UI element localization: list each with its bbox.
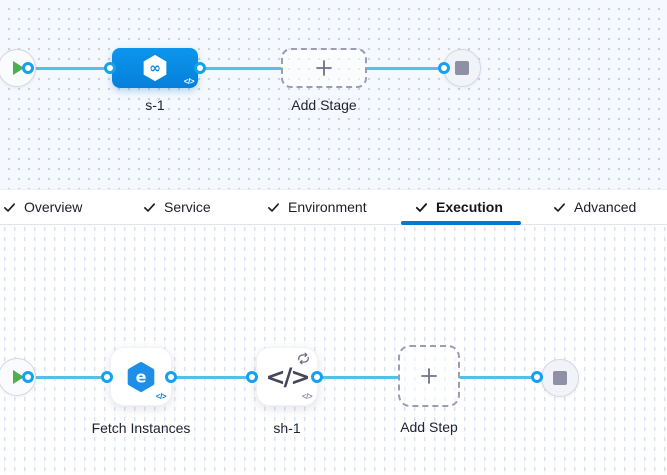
- tab-execution[interactable]: Execution: [415, 190, 503, 224]
- add-step-label: Add Step: [400, 419, 458, 435]
- step-node-fetch-instances[interactable]: e </>: [110, 347, 172, 406]
- edge-stage-to-addstage: [198, 66, 283, 70]
- fetch-instances-icon: e: [127, 361, 155, 392]
- tab-label: Overview: [24, 199, 83, 215]
- add-stage-label: Add Stage: [291, 97, 357, 113]
- plus-icon: [316, 60, 332, 76]
- port-stage-in[interactable]: [104, 62, 116, 74]
- step-label-fetch-instances: Fetch Instances: [91, 420, 191, 436]
- port-stage-out[interactable]: [194, 62, 206, 74]
- shell-script-icon: </>: [265, 362, 311, 391]
- play-icon: [13, 61, 24, 75]
- check-icon: [4, 202, 15, 212]
- tab-service[interactable]: Service: [143, 190, 211, 224]
- stop-icon: [455, 61, 469, 75]
- port-start-out[interactable]: [22, 62, 34, 74]
- execution-end-node: [541, 359, 579, 397]
- port-exec-end-in[interactable]: [531, 371, 543, 383]
- looping-strategy-icon: [298, 352, 309, 365]
- stage-node-s1[interactable]: ∞ </>: [112, 48, 198, 88]
- tab-label: Execution: [436, 199, 503, 215]
- port-fetch-in[interactable]: [101, 371, 113, 383]
- tab-label: Service: [164, 199, 211, 215]
- add-stage-button[interactable]: [281, 48, 367, 88]
- step-code-badge-icon: </>: [155, 392, 167, 401]
- port-exec-start-out[interactable]: [22, 371, 34, 383]
- execution-graph-canvas: e </> Fetch Instances </> </> sh-1 Add S…: [0, 225, 667, 475]
- step-label-sh1: sh-1: [273, 420, 301, 436]
- svg-text:∞: ∞: [149, 61, 161, 77]
- stage-code-badge-icon: </>: [183, 77, 195, 86]
- edge-start-to-stage: [26, 66, 110, 70]
- check-icon: [144, 202, 155, 212]
- deploy-stage-hexagon-icon: ∞: [143, 54, 167, 82]
- port-fetch-out[interactable]: [165, 371, 177, 383]
- stage-config-tabs: Overview Service Environment Execution A: [0, 189, 667, 225]
- stop-icon: [553, 371, 567, 385]
- active-tab-underline: [401, 221, 521, 225]
- step-node-sh1[interactable]: </> </>: [256, 347, 318, 406]
- tab-label: Environment: [288, 199, 367, 215]
- check-icon: [554, 202, 565, 212]
- check-icon: [415, 202, 428, 212]
- port-end-in[interactable]: [438, 62, 450, 74]
- tab-overview[interactable]: Overview: [3, 190, 82, 224]
- stage-label: s-1: [145, 97, 165, 113]
- play-icon: [13, 370, 24, 384]
- port-sh1-in[interactable]: [246, 371, 258, 383]
- tab-environment[interactable]: Environment: [267, 190, 367, 224]
- edge-addstage-to-end: [366, 66, 444, 70]
- edge-start-to-fetch: [26, 375, 108, 379]
- edge-sh1-to-addstep: [316, 375, 400, 379]
- add-step-button[interactable]: [398, 345, 460, 407]
- port-sh1-out[interactable]: [311, 371, 323, 383]
- step-code-badge-icon: </>: [301, 392, 313, 401]
- edge-fetch-to-sh1: [170, 375, 254, 379]
- check-icon: [268, 202, 279, 212]
- tab-advanced[interactable]: Advanced: [553, 190, 636, 224]
- svg-text:e: e: [136, 367, 147, 386]
- stage-graph-canvas: ∞ </> s-1 Add Stage: [0, 0, 667, 189]
- edge-addstep-to-end: [458, 375, 538, 379]
- tab-label: Advanced: [574, 199, 637, 215]
- plus-icon: [421, 368, 437, 384]
